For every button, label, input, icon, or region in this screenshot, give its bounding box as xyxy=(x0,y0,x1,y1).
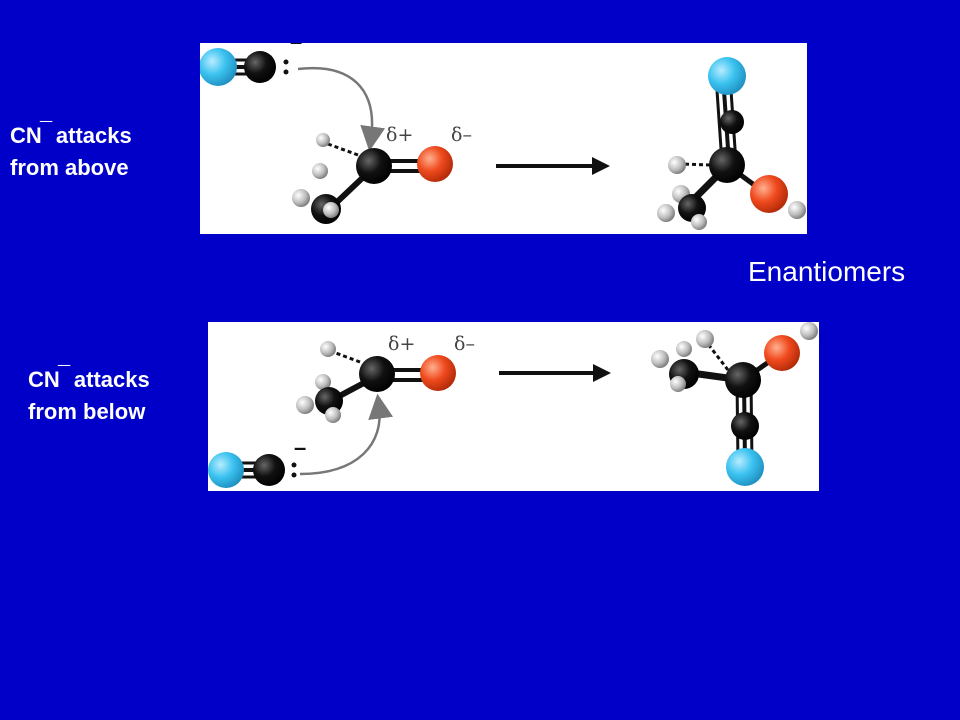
carbon-atom xyxy=(720,110,744,134)
hydrogen-atom xyxy=(316,133,330,147)
attack-arrow xyxy=(299,393,394,476)
reaction-arrowhead xyxy=(592,157,610,175)
carbon-atom xyxy=(731,412,759,440)
carbon-atom xyxy=(725,362,761,398)
nitrogen-atom xyxy=(708,57,746,95)
hydrogen-atom xyxy=(325,407,341,423)
attack-arrow xyxy=(297,66,386,152)
caption-verb: attacks xyxy=(55,123,132,148)
acetaldehyde-molecule: δ+ δ– xyxy=(292,124,472,224)
charge-sign: – xyxy=(294,435,306,460)
hydrogen-atom xyxy=(657,204,675,222)
cyanide-ion: – xyxy=(208,435,306,488)
oxygen-atom xyxy=(420,355,456,391)
oxygen-atom xyxy=(764,335,800,371)
caption-line-1: CN¯ attacks xyxy=(10,118,132,152)
caption-verb: attacks xyxy=(73,367,150,392)
reaction-arrowhead xyxy=(593,364,611,382)
hydrogen-atom xyxy=(788,201,806,219)
hydrogen-atom xyxy=(696,330,714,348)
caption-line-2: from below xyxy=(28,398,146,424)
carbon-atom xyxy=(253,454,285,486)
reaction-panel-bottom: δ+ δ– – xyxy=(208,322,819,491)
enantiomers-label: Enantiomers xyxy=(748,256,906,287)
caption-line-2: from above xyxy=(10,154,129,180)
delta-minus-label: δ– xyxy=(454,333,475,355)
cyanide-ion: – xyxy=(200,43,302,86)
carbon-atom xyxy=(359,356,395,392)
cyanohydrin-product xyxy=(657,57,806,230)
lone-pair-dot xyxy=(283,59,289,65)
lone-pair-dot xyxy=(291,472,297,478)
carbon-atom xyxy=(356,148,392,184)
cyanide-label: CN¯ xyxy=(28,362,71,392)
carbon-atom xyxy=(709,147,745,183)
nitrogen-atom xyxy=(200,48,237,86)
cyanide-label: CN¯ xyxy=(10,118,53,148)
nitrogen-atom xyxy=(726,448,764,486)
carbon-atom xyxy=(244,51,276,83)
oxygen-atom xyxy=(417,146,453,182)
nitrogen-atom xyxy=(208,452,244,488)
charge-sign: – xyxy=(290,43,302,54)
hydrogen-atom xyxy=(800,322,818,340)
delta-minus-label: δ– xyxy=(451,124,472,146)
reaction-diagram-bottom: δ+ δ– – xyxy=(208,322,818,488)
hydrogen-atom xyxy=(676,341,692,357)
hydrogen-atom xyxy=(668,156,686,174)
caption-attack-from-above: CN¯ attacks from above xyxy=(10,118,132,184)
cyanohydrin-product xyxy=(651,322,818,486)
delta-plus-label: δ+ xyxy=(388,333,415,355)
hydrogen-atom xyxy=(320,341,336,357)
hydrogen-atom xyxy=(651,350,669,368)
hydrogen-atom xyxy=(691,214,707,230)
hydrogen-atom xyxy=(670,376,686,392)
hydrogen-atom xyxy=(292,189,310,207)
hydrogen-atom xyxy=(312,163,328,179)
acetaldehyde-molecule: δ+ δ– xyxy=(296,333,475,423)
reaction-diagram-top: – δ+ δ– xyxy=(200,43,806,230)
hydrogen-atom xyxy=(296,396,314,414)
caption-attack-from-below: CN¯ attacks from below xyxy=(28,362,150,428)
oxygen-atom xyxy=(750,175,788,213)
lone-pair-dot xyxy=(283,69,289,75)
caption-line-1: CN¯ attacks xyxy=(28,362,150,396)
lone-pair-dot xyxy=(291,462,297,468)
reaction-panel-top: – δ+ δ– xyxy=(200,43,807,234)
delta-plus-label: δ+ xyxy=(386,124,413,146)
hydrogen-atom xyxy=(315,374,331,390)
hydrogen-atom xyxy=(323,202,339,218)
